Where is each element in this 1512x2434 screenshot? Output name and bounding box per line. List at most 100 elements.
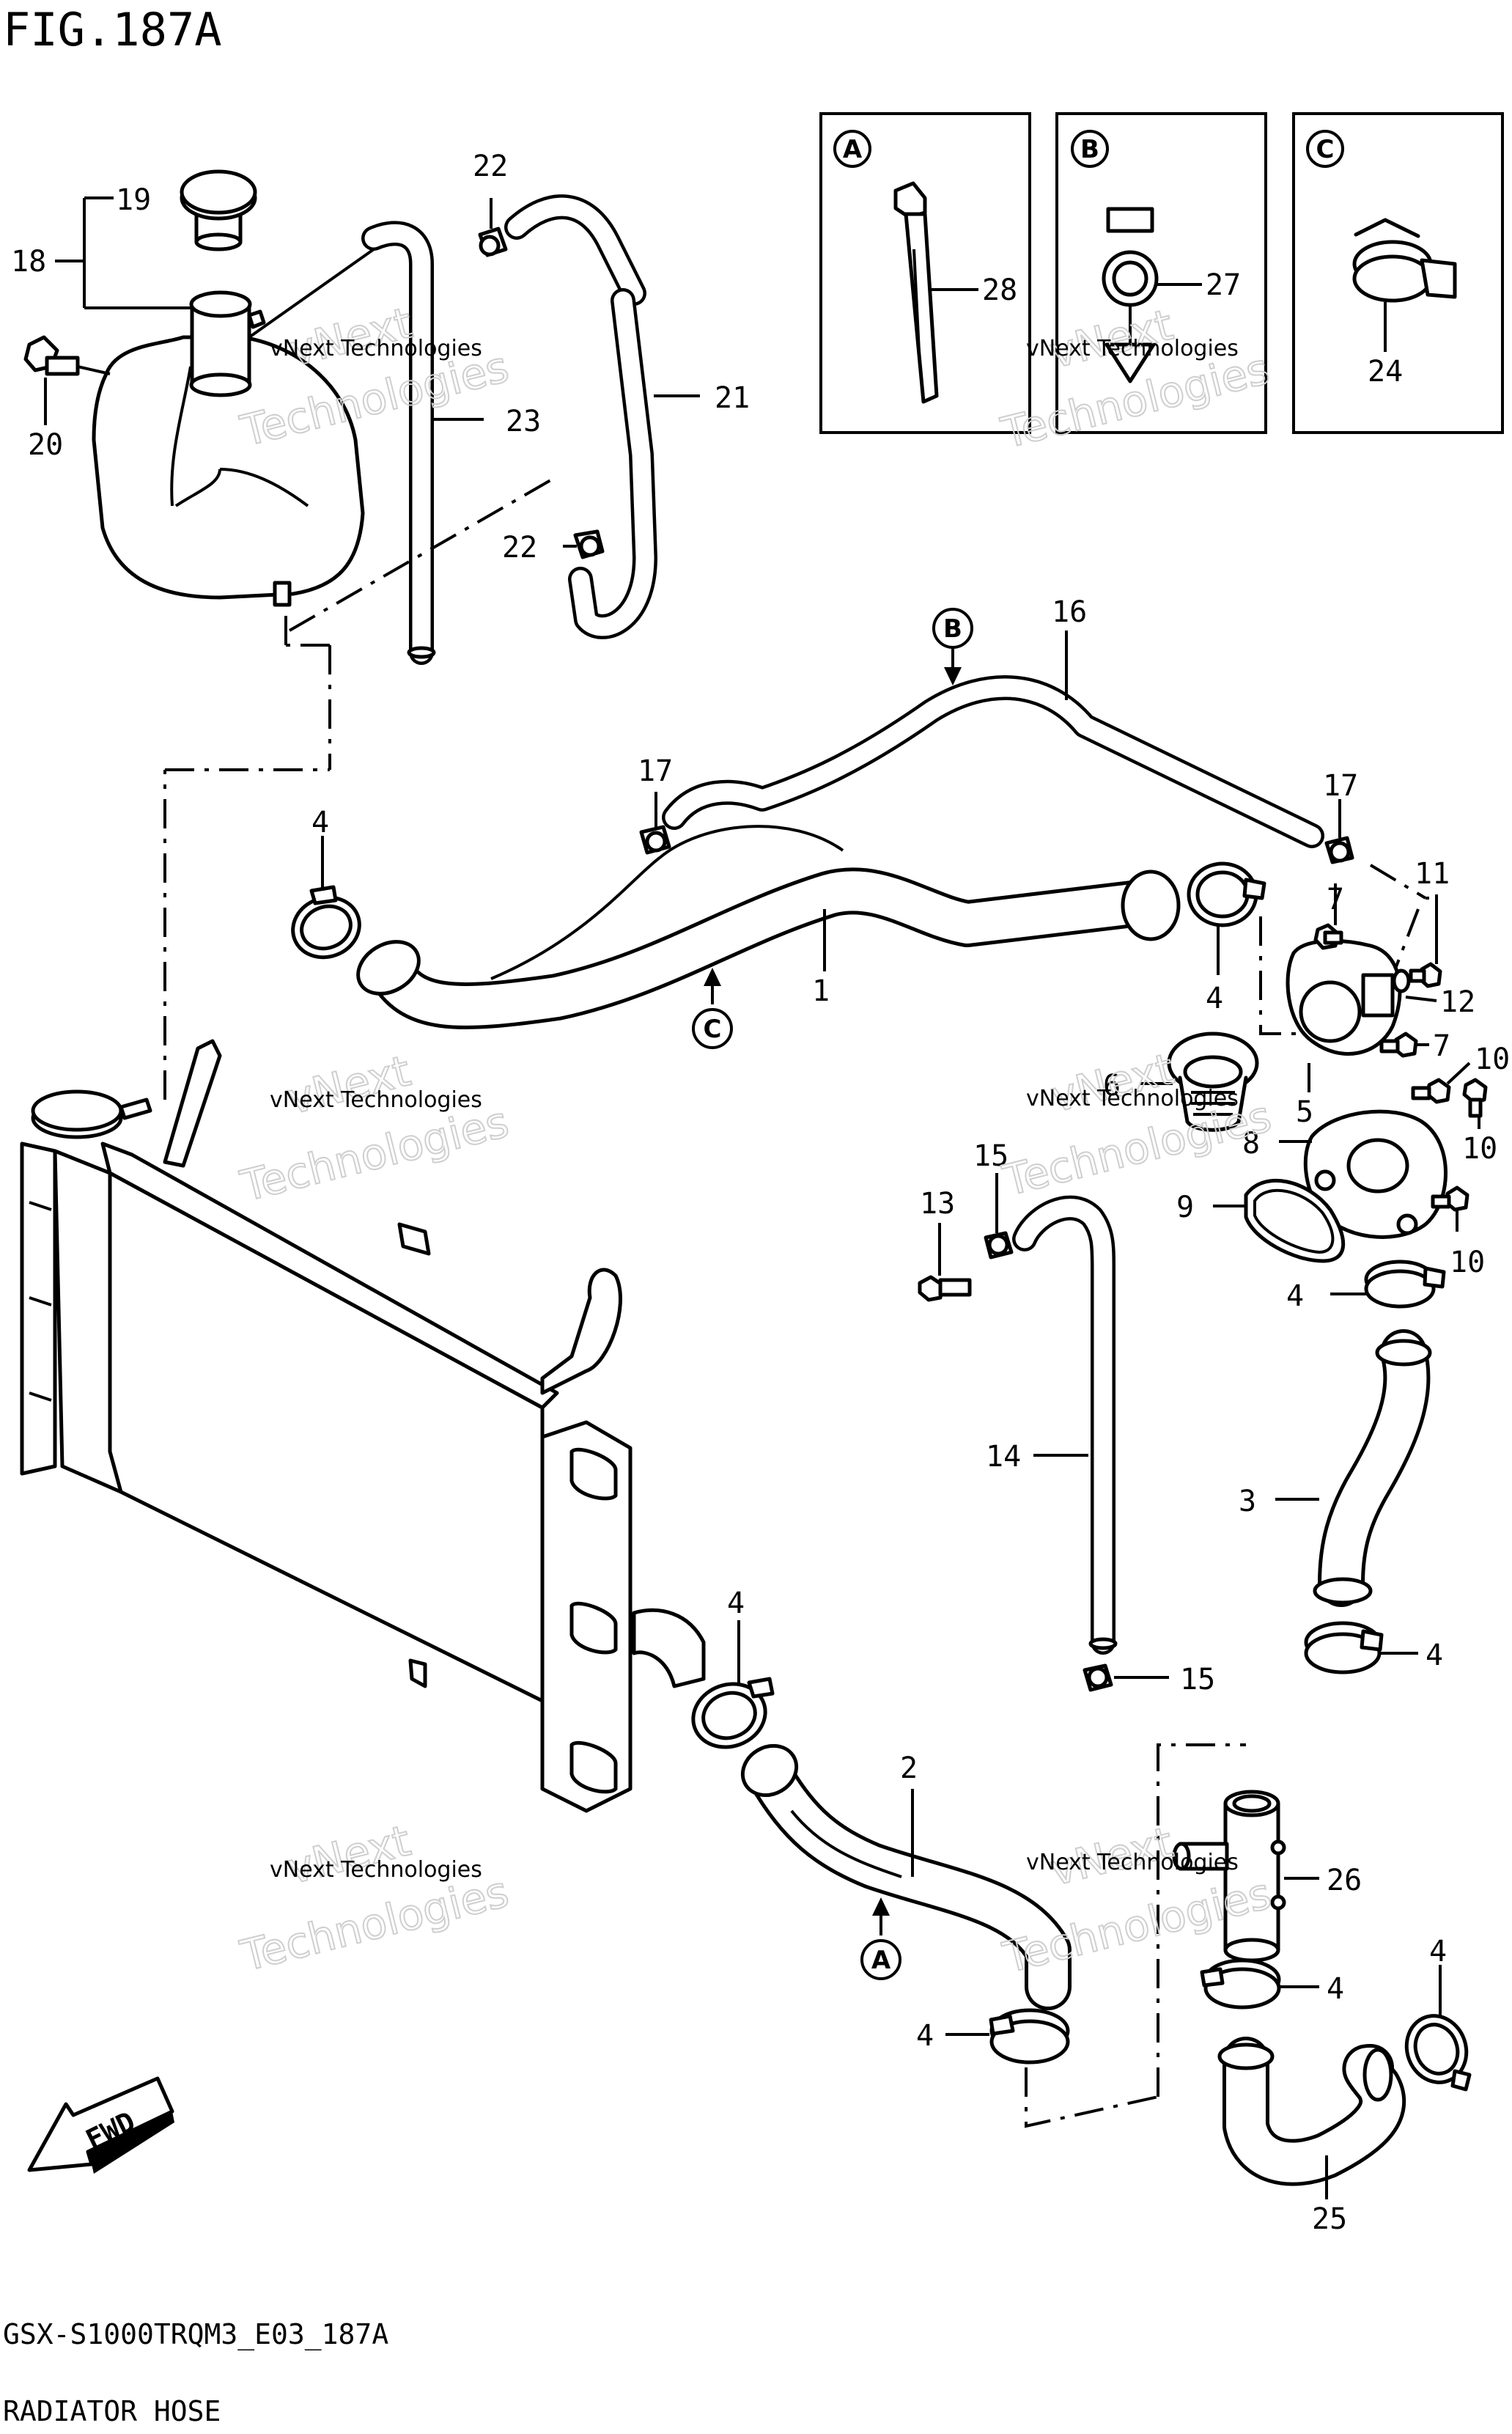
ref-arrow-c: C — [692, 968, 733, 1049]
figure-code: GSX-S1000TRQM3_E03_187A — [3, 2318, 388, 2351]
callout-25: 25 — [1312, 2202, 1347, 2236]
reservoir-bolt — [23, 335, 111, 376]
ref-arrow-b: B — [932, 608, 973, 685]
watermark-text-1: vNext Technologies — [270, 336, 482, 361]
callout-4-e: 4 — [727, 1586, 745, 1620]
bolt-10-mid — [1462, 1078, 1488, 1118]
callout-12: 12 — [1440, 985, 1475, 1019]
upper-hose-1 — [356, 825, 1181, 1029]
callout-14: 14 — [986, 1440, 1021, 1474]
overflow-hose-23 — [361, 221, 436, 665]
forward-direction-arrow: FWD — [27, 2076, 174, 2174]
cable-tie-part — [893, 181, 939, 404]
callout-5: 5 — [1296, 1095, 1313, 1129]
figure-title: FIG.187A — [3, 3, 222, 56]
watermark-text-6: vNext Technologies — [1026, 1850, 1239, 1875]
overflow-hose-21 — [504, 194, 657, 639]
callout-15-bottom: 15 — [1180, 1663, 1215, 1696]
callout-4-a: 4 — [311, 806, 329, 839]
hose-clip-22-top — [478, 227, 508, 257]
callout-28: 28 — [982, 273, 1017, 307]
thermostat-6 — [1167, 1032, 1259, 1132]
reservoir-cap — [180, 169, 257, 251]
callout-10-b: 10 — [1462, 1132, 1497, 1166]
callout-11: 11 — [1415, 857, 1450, 891]
clamp-part — [1352, 218, 1457, 303]
bolt-10-bottom — [1431, 1185, 1469, 1212]
clamp-4-lower-mid — [989, 2008, 1070, 2065]
callout-22-top: 22 — [473, 150, 508, 183]
hose-clip-15-top — [984, 1231, 1014, 1260]
svg-text:B: B — [1080, 135, 1099, 164]
callout-7-top: 7 — [1327, 883, 1344, 916]
callout-20: 20 — [28, 428, 63, 462]
svg-text:C: C — [704, 1015, 722, 1044]
watermark-text-3: vNext Technologies — [270, 1087, 482, 1113]
callout-3: 3 — [1239, 1485, 1256, 1518]
o-ring-9 — [1244, 1178, 1346, 1263]
clamp-4-cover — [1364, 1260, 1446, 1309]
callout-27: 27 — [1206, 268, 1241, 302]
washer-12 — [1392, 968, 1411, 993]
thermostat-cover-8 — [1303, 1109, 1448, 1239]
clamp-4-hose3 — [1304, 1621, 1384, 1674]
water-hose-25 — [1217, 2037, 1406, 2186]
bolt-13 — [918, 1275, 972, 1302]
clamp-4-hose25 — [1404, 2014, 1472, 2092]
hose-clip-15-bottom — [1083, 1663, 1113, 1692]
callout-18: 18 — [11, 245, 46, 279]
union-pipe-26 — [1172, 1790, 1286, 1963]
ref-box-b: B 27 — [1055, 112, 1267, 434]
watermark-text-2: vNext Technologies — [1026, 336, 1239, 361]
callout-22-bottom: 22 — [502, 531, 537, 565]
ref-box-a: A 28 — [819, 112, 1031, 434]
bolt-11 — [1409, 962, 1442, 988]
callout-2: 2 — [900, 1751, 918, 1785]
callout-4-b: 4 — [1206, 982, 1223, 1015]
hose-clip-17-right — [1324, 836, 1354, 864]
callout-16: 16 — [1052, 595, 1087, 629]
reservoir-tank — [92, 290, 365, 607]
bolt-7-top — [1313, 923, 1343, 950]
callout-10-a: 10 — [1475, 1043, 1510, 1076]
bypass-hose-16 — [662, 675, 1324, 848]
clamp-4-lower-left — [691, 1677, 775, 1749]
callout-23: 23 — [506, 405, 541, 438]
svg-text:A: A — [871, 1946, 891, 1975]
ref-arrow-a: A — [860, 1897, 901, 1980]
callout-4-h: 4 — [1429, 1935, 1447, 1968]
radiator — [20, 1039, 706, 1813]
callout-6: 6 — [1103, 1069, 1121, 1103]
thermostat-housing-5 — [1286, 939, 1402, 1056]
svg-text:B: B — [943, 614, 962, 644]
callout-4-f: 4 — [916, 2019, 934, 2053]
watermark-text-5: vNext Technologies — [270, 1857, 482, 1883]
hose-clip-22-bottom — [573, 529, 605, 559]
watermark-3: Technologies vNext — [235, 1045, 515, 1212]
callout-4-d: 4 — [1426, 1639, 1443, 1672]
callout-1: 1 — [812, 974, 830, 1008]
bolt-7-bottom — [1379, 1032, 1418, 1058]
hose-clip-17-left — [639, 825, 671, 855]
svg-text:Technologies: Technologies — [236, 1867, 514, 1981]
hose-clip-part — [1102, 207, 1159, 383]
water-hose-3 — [1313, 1329, 1432, 1607]
watermark-text-4: vNext Technologies — [1026, 1086, 1239, 1111]
bolt-10-top — [1411, 1078, 1451, 1104]
callout-24: 24 — [1368, 355, 1403, 389]
callout-10-c: 10 — [1450, 1246, 1485, 1279]
callout-8: 8 — [1242, 1127, 1260, 1161]
callout-26: 26 — [1327, 1864, 1362, 1897]
callout-4-c: 4 — [1286, 1279, 1304, 1313]
callout-13: 13 — [920, 1187, 955, 1221]
water-hose-14 — [1012, 1195, 1118, 1655]
callout-7-bottom: 7 — [1433, 1029, 1450, 1063]
callout-17-right: 17 — [1323, 769, 1358, 803]
figure-caption: RADIATOR HOSE — [3, 2395, 221, 2427]
svg-text:Technologies: Technologies — [236, 1097, 514, 1211]
clamp-4-upper-left — [291, 885, 361, 960]
callout-21: 21 — [715, 381, 750, 415]
callout-9: 9 — [1176, 1191, 1194, 1224]
watermark-5: Technologies vNext — [235, 1815, 515, 1982]
